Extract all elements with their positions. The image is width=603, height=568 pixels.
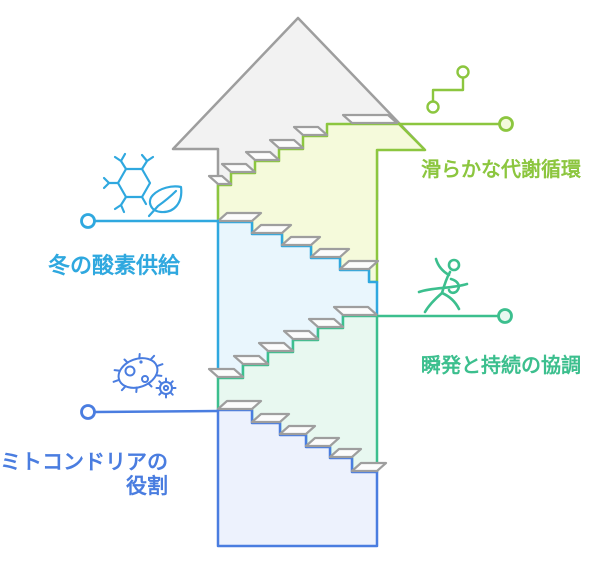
label-mitochondria-line1: ミトコンドリアの: [0, 451, 168, 474]
label-mitochondria-line2: 役割: [126, 474, 168, 498]
connector-terminal: [498, 116, 514, 132]
connector-oxygen: [80, 213, 219, 229]
label-metabolic: 滑らかな代謝循環: [421, 157, 582, 181]
connector-metabolic: [399, 116, 514, 132]
runner-icon: [417, 257, 469, 314]
step-faces: [207, 113, 399, 473]
connector-terminal: [497, 308, 513, 324]
label-coordination: 瞬発と持続の協調: [421, 353, 581, 377]
microbe-gear-icon: [112, 353, 177, 399]
route-steps-icon: [426, 65, 470, 114]
connector-terminal: [80, 404, 96, 420]
connector-coordination: [377, 308, 513, 324]
label-oxygen: 冬の酸素供給: [48, 253, 181, 278]
connector-mitochondria: [80, 404, 220, 420]
connector-terminal: [80, 213, 96, 229]
snowflake-leaf-icon: [102, 152, 183, 218]
